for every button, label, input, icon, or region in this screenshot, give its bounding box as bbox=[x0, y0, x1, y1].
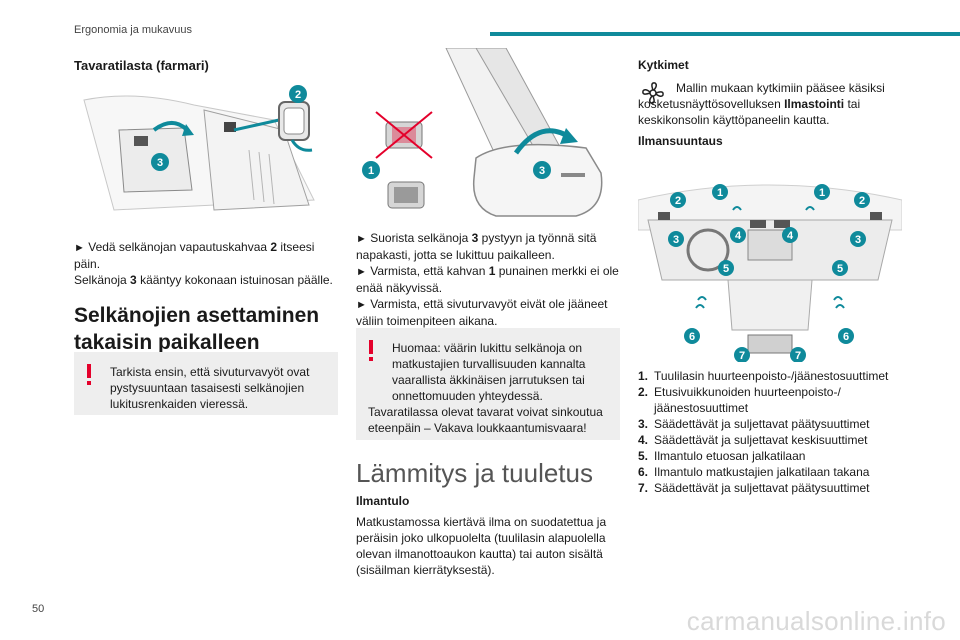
step-item: Selkänoja 3 kääntyy kokonaan istuinosan … bbox=[74, 273, 333, 287]
step-item: ► Vedä selkänojan vapautuskahvaa 2 itsee… bbox=[74, 240, 315, 271]
svg-text:4: 4 bbox=[787, 230, 794, 242]
svg-text:2: 2 bbox=[675, 195, 681, 207]
paragraph-kytkimet: Mallin mukaan kytkimiin pääsee käsiksi k… bbox=[638, 81, 885, 127]
col2-steps: ► Suorista selkänoja 3 pystyyn ja työnnä… bbox=[356, 230, 620, 329]
warning-exclamation-icon bbox=[366, 340, 376, 362]
warning-text: Huomaa: väärin lukittu selkänoja on matk… bbox=[368, 341, 603, 435]
watermark: carmanualsonline.info bbox=[686, 606, 946, 636]
subheading-ilmantulo: Ilmantulo bbox=[356, 494, 410, 508]
svg-text:7: 7 bbox=[795, 350, 801, 362]
section-title-lammitys: Lämmitys ja tuuletus bbox=[356, 458, 593, 488]
legend-item: 5.Ilmantulo etuosan jalkatilaan bbox=[638, 449, 806, 463]
legend-item: 2.Etusivuikkunoiden huurteenpoisto-/ jää… bbox=[638, 385, 841, 415]
svg-text:5: 5 bbox=[837, 263, 843, 275]
svg-text:1: 1 bbox=[717, 187, 723, 199]
svg-text:1: 1 bbox=[819, 187, 825, 199]
legend-item: 7.Säädettävät ja suljettavat päätysuutti… bbox=[638, 481, 870, 495]
svg-text:4: 4 bbox=[735, 230, 742, 242]
warning-exclamation-icon bbox=[84, 364, 94, 386]
figure-trunk-release-handle: 2 3 bbox=[74, 80, 338, 220]
chapter-title: Ergonomia ja mukavuus bbox=[74, 24, 193, 36]
subheading-kytkimet: Kytkimet bbox=[638, 58, 689, 72]
step-item: ► Suorista selkänoja 3 pystyyn ja työnnä… bbox=[356, 231, 597, 262]
svg-text:3: 3 bbox=[855, 234, 861, 246]
svg-text:1: 1 bbox=[368, 165, 374, 177]
svg-text:5: 5 bbox=[723, 263, 729, 275]
figure-air-vents: 2 1 1 2 3 3 4 4 5 5 6 6 7 7 bbox=[638, 170, 902, 362]
warning-box-locking: Huomaa: väärin lukittu selkänoja on matk… bbox=[356, 328, 620, 440]
header-accent-rule bbox=[490, 32, 960, 36]
legend-item: 3.Säädettävät ja suljettavat päätysuutti… bbox=[638, 417, 870, 431]
legend-item: 1.Tuulilasin huurteenpoisto-/jäänestosuu… bbox=[638, 369, 889, 383]
legend-item: 4.Säädettävät ja suljettavat keskisuutti… bbox=[638, 433, 868, 447]
svg-text:6: 6 bbox=[843, 331, 849, 343]
step-item: ► Varmista, että sivuturvavyöt eivät ole… bbox=[356, 297, 608, 328]
legend-item: 6.Ilmantulo matkustajien jalkatilaan tak… bbox=[638, 465, 870, 479]
col1-steps: ► Vedä selkänojan vapautuskahvaa 2 itsee… bbox=[74, 239, 338, 288]
svg-text:3: 3 bbox=[673, 234, 679, 246]
step-item: ► Varmista, että kahvan 1 punainen merkk… bbox=[356, 264, 619, 295]
svg-text:2: 2 bbox=[859, 195, 865, 207]
figure-seatback-lock: 1 3 bbox=[356, 48, 620, 218]
svg-text:2: 2 bbox=[295, 89, 301, 101]
subheading-ilmansuuntaus: Ilmansuuntaus bbox=[638, 134, 723, 148]
paragraph-ilmantulo: Matkustamossa kiertävä ilma on suodatett… bbox=[356, 515, 607, 577]
section-title-selkanojien: Selkänojien asettaminen takaisin paikall… bbox=[74, 304, 320, 354]
warning-box-seatbelts: Tarkista ensin, että sivuturvavyöt ovat … bbox=[74, 352, 338, 415]
fan-icon bbox=[638, 80, 668, 106]
svg-text:7: 7 bbox=[739, 350, 745, 362]
page-number: 50 bbox=[32, 603, 45, 615]
subheading-tavaratilasta: Tavaratilasta (farmari) bbox=[74, 58, 209, 73]
svg-text:3: 3 bbox=[157, 157, 163, 169]
vent-legend-list: 1.Tuulilasin huurteenpoisto-/jäänestosuu… bbox=[638, 368, 902, 496]
warning-text: Tarkista ensin, että sivuturvavyöt ovat … bbox=[110, 365, 310, 411]
svg-text:3: 3 bbox=[539, 165, 545, 177]
svg-text:6: 6 bbox=[689, 331, 695, 343]
